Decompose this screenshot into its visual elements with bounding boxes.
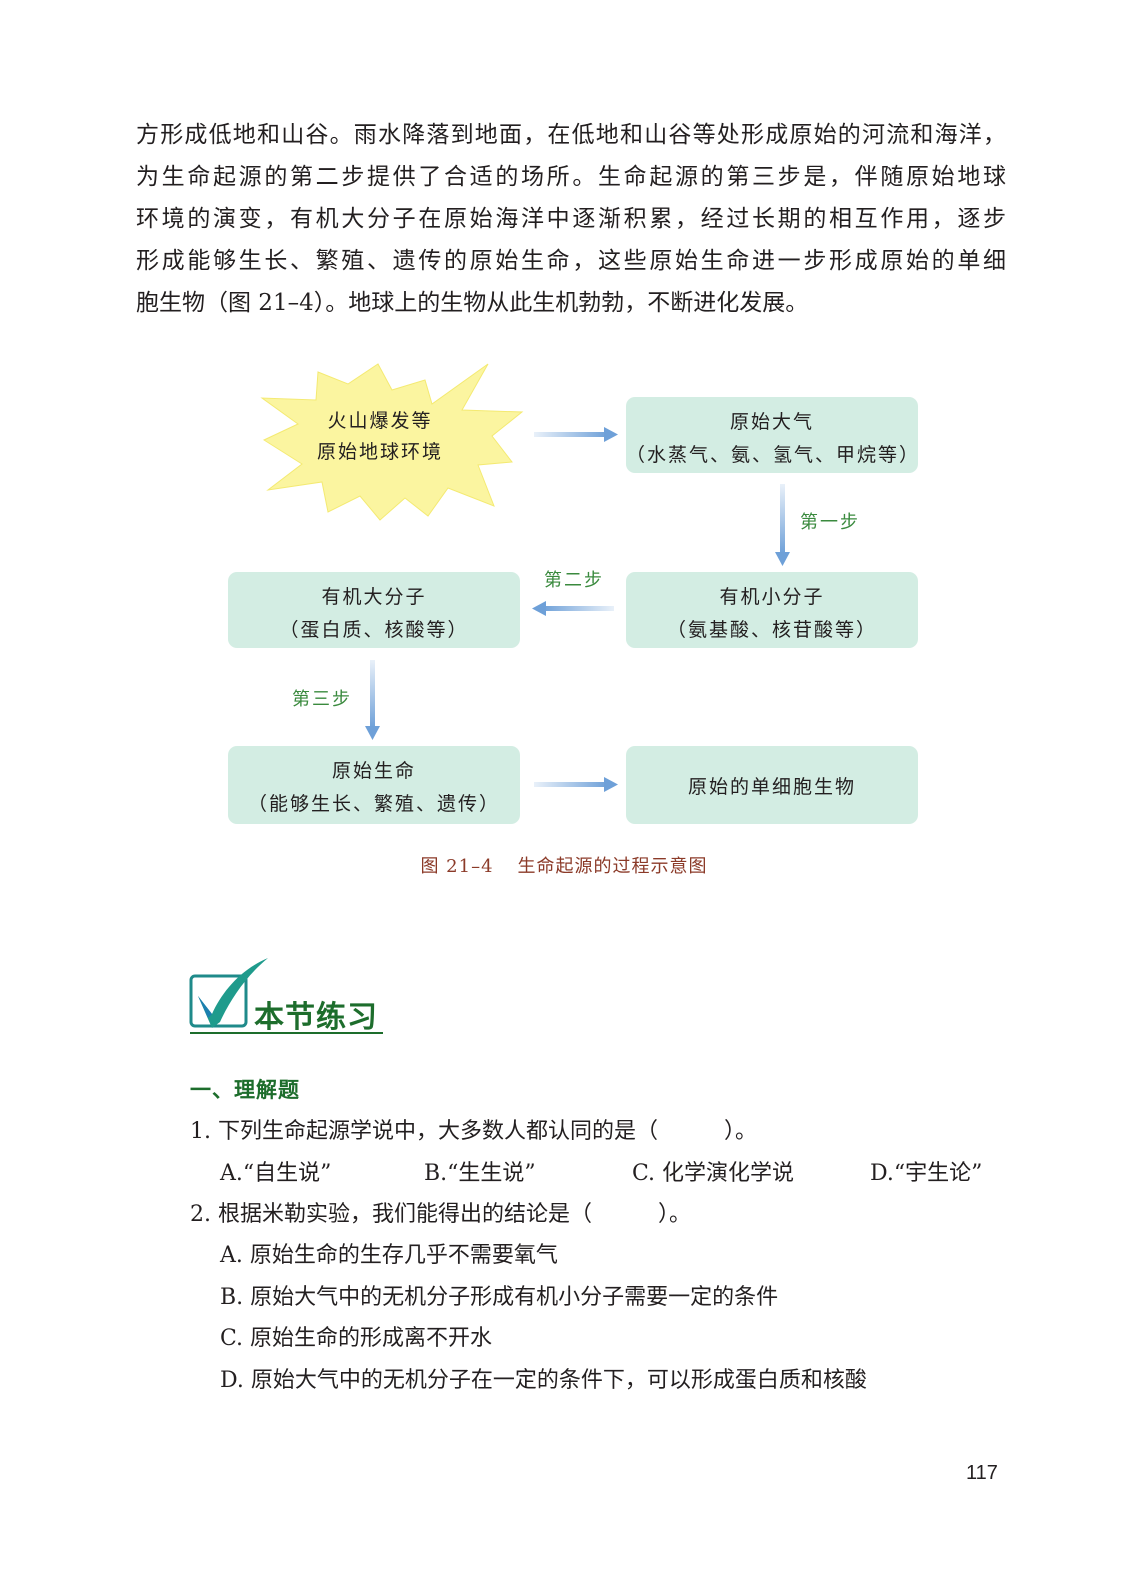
- single-cell-box: 原始的单细胞生物: [626, 746, 918, 824]
- paragraph-line: 环境的演变，有机大分子在原始海洋中逐渐积累，经过长期的相互作用，逐步: [136, 206, 1006, 232]
- primitive-life-box: 原始生命 （能够生长、繁殖、遗传）: [228, 746, 520, 824]
- paragraph-line: 形成能够生长、繁殖、遗传的原始生命，这些原始生命进一步形成原始的单细: [136, 248, 1006, 274]
- paragraph-line: 方形成低地和山谷。雨水降落到地面，在低地和山谷等处形成原始的河流和海洋，: [136, 122, 1006, 148]
- origin-of-life-diagram: [260, 363, 790, 792]
- paragraph-line: 胞生物（图 21–4）。地球上的生物从此生机勃勃，不断进化发展。: [136, 290, 809, 316]
- question-1-option-b: B.“生生说”: [424, 1161, 536, 1186]
- exercise-title-underline: [190, 1032, 383, 1034]
- arrowhead: [604, 427, 618, 442]
- arrowhead: [365, 726, 380, 740]
- question-2-option-c: C. 原始生命的形成离不开水: [220, 1326, 493, 1351]
- page-number: 117: [966, 1462, 998, 1484]
- arrow-left: [542, 606, 614, 611]
- checkmark-icon: [189, 958, 268, 1028]
- step-three-label: 第三步: [292, 689, 352, 710]
- question-2-option-d: D. 原始大气中的无机分子在一定的条件下，可以形成蛋白质和核酸: [220, 1368, 867, 1393]
- question-2-option-a: A. 原始生命的生存几乎不需要氧气: [220, 1243, 558, 1268]
- small-molecules-box: 有机小分子 （氨基酸、核苷酸等）: [626, 572, 918, 648]
- large-molecules-box: 有机大分子 （蛋白质、核酸等）: [228, 572, 520, 648]
- volcano-burst-shape: [260, 363, 524, 521]
- exercise-title: 本节练习: [254, 1000, 378, 1035]
- primitive-atmosphere-box: 原始大气 （水蒸气、氨、氢气、甲烷等）: [626, 397, 918, 473]
- arrowhead: [532, 601, 546, 616]
- step-two-label: 第二步: [544, 570, 604, 591]
- arrow-down: [370, 660, 375, 728]
- question-1-stem: 1. 下列生命起源学说中，大多数人都认同的是（ ）。: [190, 1119, 757, 1144]
- question-2-option-b: B. 原始大气中的无机分子形成有机小分子需要一定的条件: [220, 1285, 779, 1310]
- arrow-right: [534, 782, 608, 787]
- question-1-option-a: A.“自生说”: [220, 1161, 332, 1186]
- step-one-label: 第一步: [800, 512, 860, 533]
- volcano-burst-label: 火山爆发等 原始地球环境: [316, 410, 443, 463]
- question-1-option-c: C. 化学演化学说: [632, 1161, 795, 1186]
- paragraph-line: 为生命起源的第二步提供了合适的场所。生命起源的第三步是，伴随原始地球: [136, 164, 1006, 190]
- question-2-stem: 2. 根据米勒实验，我们能得出的结论是（ ）。: [190, 1202, 691, 1227]
- arrow-right: [534, 432, 608, 437]
- arrowhead: [604, 777, 618, 792]
- body-paragraph: 方形成低地和山谷。雨水降落到地面，在低地和山谷等处形成原始的河流和海洋， 为生命…: [136, 114, 1006, 324]
- arrow-down: [780, 484, 785, 554]
- section-heading: 一、理解题: [190, 1078, 300, 1102]
- arrowhead: [775, 552, 790, 566]
- question-1-option-d: D.“宇生论”: [870, 1161, 983, 1186]
